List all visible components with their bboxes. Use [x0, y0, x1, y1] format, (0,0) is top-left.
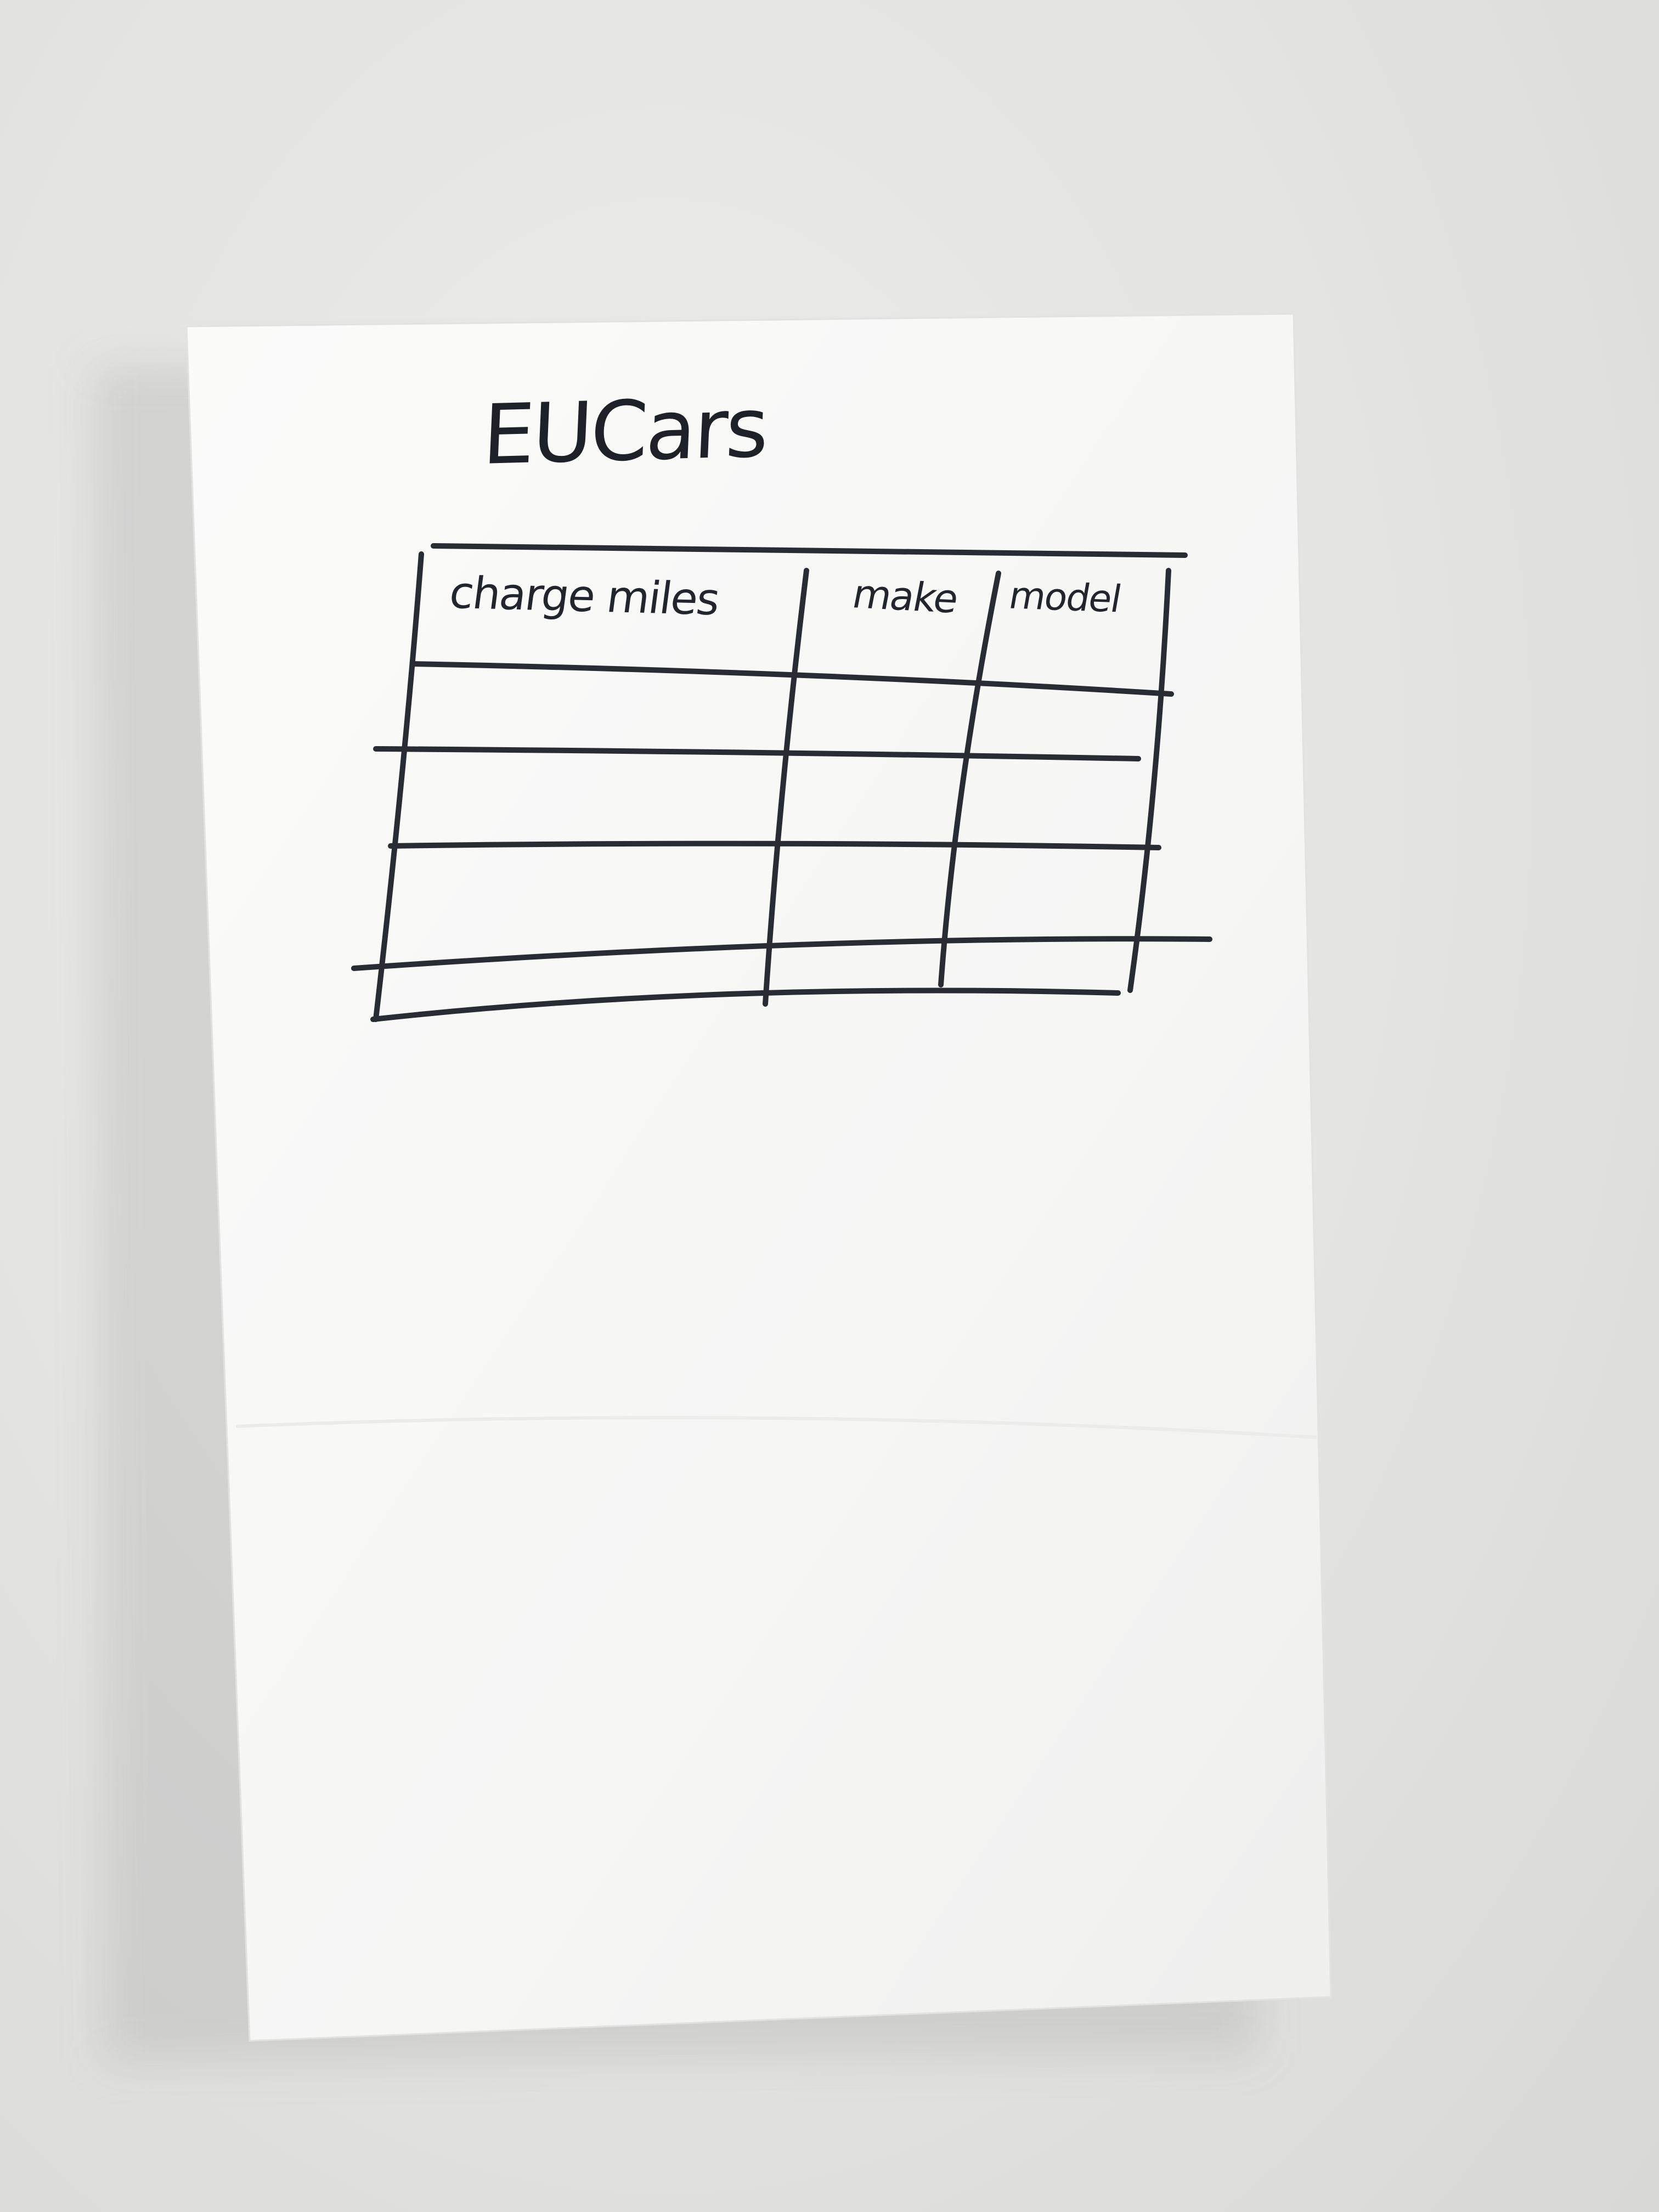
grid-line-row-1 [373, 746, 1141, 761]
paper-crease [235, 1416, 1317, 1439]
header-make: make [849, 571, 962, 622]
note-title: EUCars [481, 380, 769, 483]
grid-line-header [410, 661, 1174, 697]
paper-outline [185, 313, 1332, 2042]
header-model: model [1006, 574, 1124, 622]
grid-line-bottom [370, 988, 1121, 1022]
grid-line-row-2 [388, 840, 1161, 850]
grid-line-col-2 [938, 571, 1001, 988]
grid-line-col-right [1127, 568, 1171, 993]
grid-line-col-1 [763, 568, 809, 1007]
table-grid [351, 543, 1212, 1022]
header-charge-miles: charge miles [446, 567, 722, 625]
grid-line-top [431, 543, 1188, 558]
grid-line-col-left [373, 551, 424, 1022]
grid-line-row-3 [351, 936, 1212, 971]
